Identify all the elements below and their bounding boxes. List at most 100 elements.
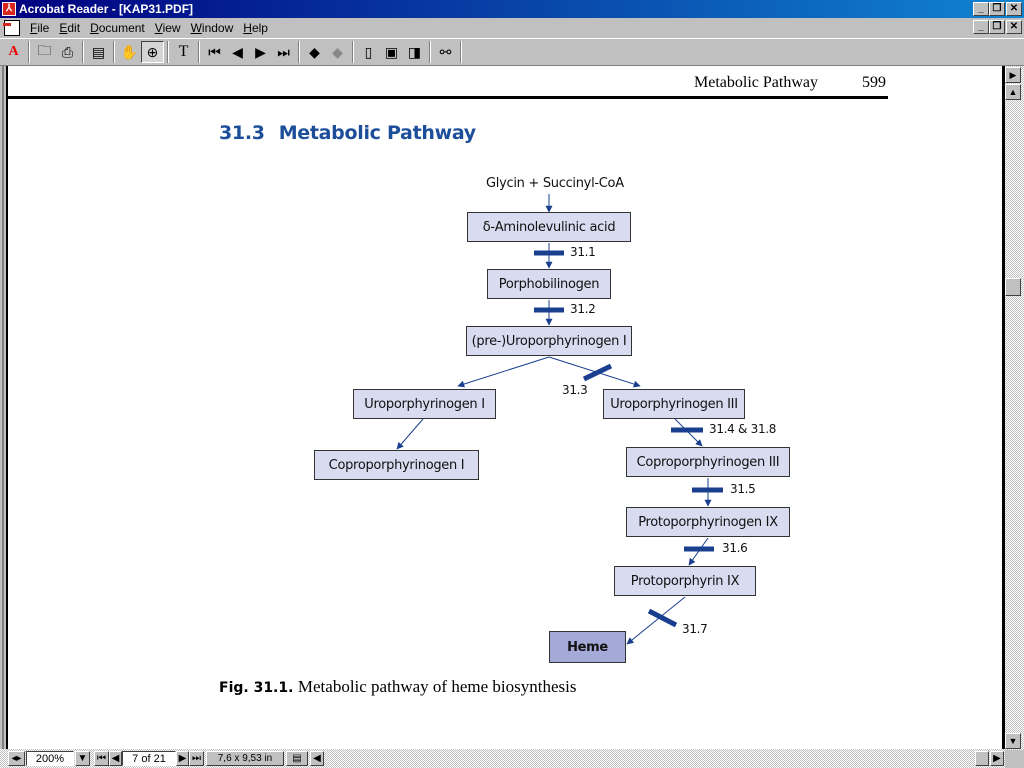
scroll-down-button[interactable]: ▼: [1005, 733, 1021, 749]
last-page-icon: ⏭: [192, 753, 201, 764]
enzyme-label-31-1: 31.1: [570, 245, 596, 259]
node-aminolevulinic-acid: δ-Aminolevulinic acid: [467, 212, 631, 242]
minimize-button[interactable]: _: [973, 2, 989, 16]
menu-bar: File Edit Document View Window Help: [0, 18, 1024, 38]
last-page-icon: ⏭: [277, 43, 290, 60]
section-number: 31.3: [219, 122, 265, 144]
header-rule: [8, 96, 888, 99]
start-substrates: Glycin + Succinyl-CoA: [486, 176, 624, 191]
status-previous-page-button[interactable]: ◀: [109, 751, 122, 766]
status-last-page-button[interactable]: ⏭: [189, 751, 204, 766]
node-heme: Heme: [549, 631, 626, 663]
doc-restore-button[interactable]: ❐: [989, 20, 1005, 34]
close-button[interactable]: ✕: [1006, 2, 1022, 16]
menu-help[interactable]: Help: [243, 21, 268, 35]
hand-tool-button[interactable]: ✋: [118, 41, 141, 63]
find-button[interactable]: ⚯: [434, 41, 457, 63]
menu-view[interactable]: View: [154, 21, 181, 35]
enzyme-label-31-3: 31.3: [562, 383, 588, 397]
open-button[interactable]: 🗀: [33, 41, 56, 63]
first-page-icon: ⏮: [97, 753, 106, 764]
doc-close-button[interactable]: ✕: [1006, 20, 1022, 34]
go-forward-button[interactable]: ◆: [326, 41, 349, 63]
running-head: Metabolic Pathway: [694, 74, 818, 91]
enzyme-label-31-7: 31.7: [682, 622, 708, 636]
zoom-tool-button[interactable]: ⊕: [141, 41, 164, 63]
caption-label: Fig. 31.1.: [219, 680, 294, 696]
scroll-left-button[interactable]: ◀: [310, 751, 324, 766]
navigation-pane-splitter[interactable]: [0, 66, 8, 750]
toolbar-separator: [298, 41, 300, 63]
previous-page-button[interactable]: ◀: [226, 41, 249, 63]
node-coproporphyrinogen-iii: Coproporphyrinogen III: [626, 447, 790, 477]
menu-document[interactable]: Document: [90, 21, 145, 35]
restore-button[interactable]: ❐: [989, 2, 1005, 16]
next-page-icon: ▶: [255, 43, 266, 60]
doc-minimize-button[interactable]: _: [973, 20, 989, 34]
print-button[interactable]: ⎙: [56, 41, 79, 63]
scroll-right-button[interactable]: ▶: [990, 751, 1004, 766]
node-coproporphyrinogen-i: Coproporphyrinogen I: [314, 450, 479, 480]
menu-file[interactable]: File: [30, 21, 50, 35]
toolbar-separator: [198, 41, 200, 63]
horizontal-scroll-thumb[interactable]: [975, 751, 989, 766]
resize-handle-icon: ◂▸: [11, 753, 22, 764]
last-page-button[interactable]: ⏭: [272, 41, 295, 63]
zoom-dropdown-button[interactable]: ▼: [75, 751, 90, 766]
triangle-down-icon: ▼: [1008, 736, 1018, 746]
toolbar-separator: [82, 41, 84, 63]
status-next-page-button[interactable]: ▶: [176, 751, 189, 766]
node-uroporphyrinogen-i: Uroporphyrinogen I: [353, 389, 496, 419]
enzyme-label-31-6: 31.6: [722, 541, 748, 555]
zoom-field[interactable]: 200%: [26, 751, 74, 766]
acrobat-app-icon[interactable]: ⅄: [2, 2, 16, 16]
actual-size-icon: ▯: [364, 43, 373, 60]
fit-width-button[interactable]: ◨: [403, 41, 426, 63]
page-layout-button[interactable]: ▤: [286, 751, 308, 766]
text-select-icon: T: [178, 43, 189, 60]
section-title: 31.3 Metabolic Pathway: [219, 122, 476, 144]
previous-page-icon: ◀: [232, 43, 243, 60]
document-icon[interactable]: [3, 20, 20, 36]
menu-window[interactable]: Window: [190, 21, 234, 35]
status-first-page-button[interactable]: ⏮: [94, 751, 109, 766]
title-bar: ⅄ Acrobat Reader - [KAP31.PDF]: [0, 0, 1024, 18]
binoculars-icon: ⚯: [439, 43, 452, 60]
text-select-tool-button[interactable]: T: [172, 41, 195, 63]
toolbar-separator: [429, 41, 431, 63]
previous-page-icon: ◀: [111, 753, 120, 764]
size-grip[interactable]: [1005, 750, 1024, 768]
fit-page-button[interactable]: ▣: [380, 41, 403, 63]
triangle-right-icon: ▶: [993, 753, 1001, 764]
node-protoporphyrin-ix: Protoporphyrin IX: [614, 566, 756, 596]
vertical-scroll-thumb[interactable]: [1005, 278, 1021, 296]
toolbar-separator: [460, 41, 462, 63]
show-navigation-pane-button[interactable]: ▤: [87, 41, 110, 63]
window-title: Acrobat Reader - [KAP31.PDF]: [19, 2, 194, 16]
split-handle[interactable]: ◂▸: [8, 751, 25, 766]
vertical-scrollbar[interactable]: ▶ ▲ ▼: [1002, 66, 1024, 750]
chevron-down-icon: ▼: [77, 753, 88, 764]
next-page-button[interactable]: ▶: [249, 41, 272, 63]
first-page-button[interactable]: ⏮: [203, 41, 226, 63]
acrobat-logo-icon[interactable]: A: [8, 44, 19, 59]
document-view[interactable]: [0, 66, 1024, 749]
toolbar-separator: [167, 41, 169, 63]
page-number-field[interactable]: 7 of 21: [122, 751, 176, 766]
next-page-icon: ▶: [178, 753, 187, 764]
actual-size-button[interactable]: ▯: [357, 41, 380, 63]
menu-edit[interactable]: Edit: [59, 21, 81, 35]
toolbar-separator: [352, 41, 354, 63]
go-back-button[interactable]: ◆: [303, 41, 326, 63]
toolbar-separator: [28, 41, 30, 63]
node-protoporphyrinogen-ix: Protoporphyrinogen IX: [626, 507, 790, 537]
print-icon: ⎙: [61, 43, 74, 60]
scroll-up-button[interactable]: ▲: [1005, 84, 1021, 100]
first-page-icon: ⏮: [208, 43, 221, 60]
bookmark-toggle-button[interactable]: ▶: [1005, 67, 1021, 83]
triangle-up-icon: ▲: [1008, 87, 1018, 97]
page-layout-icon: ▤: [292, 753, 302, 764]
node-uroporphyrinogen-iii: Uroporphyrinogen III: [603, 389, 745, 419]
page-number: 599: [862, 74, 886, 91]
section-heading: Metabolic Pathway: [278, 122, 476, 144]
